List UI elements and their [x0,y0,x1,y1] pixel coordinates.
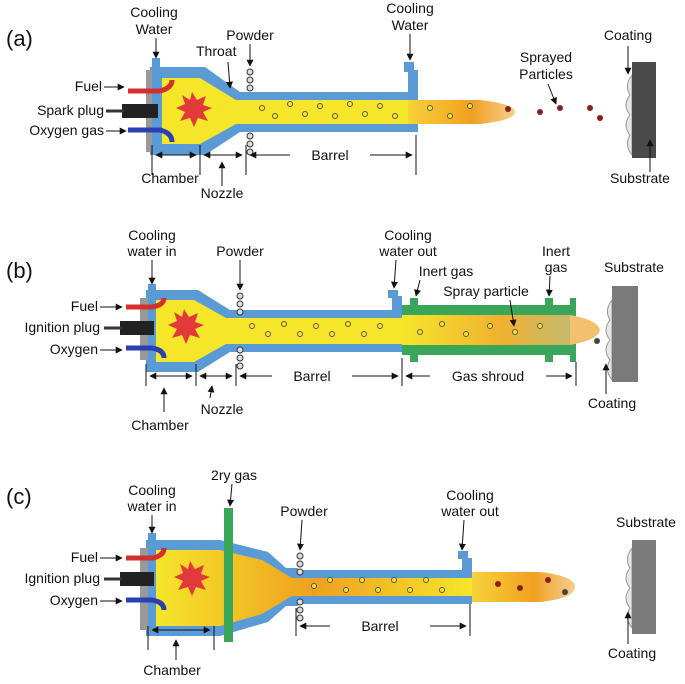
powder-injection-c [296,552,304,622]
substrate-a [632,62,656,158]
sprayed-particles-c [495,577,551,591]
label-fuel-b: Fuel [71,298,98,314]
label-inert-gas-b1: Inert gas [419,263,473,279]
powder-injection-a [246,68,254,156]
label-chamber-c: Chamber [143,662,201,678]
svg-text:Water: Water [392,17,429,33]
substrate-b [612,286,638,382]
fuel-line-a [128,79,175,94]
label-substrate-c: Substrate [616,514,676,530]
label-cooling-water-a1: Cooling [130,4,177,20]
oxygen-line-c [126,597,167,611]
panel-c: (c) 2ry gas Cooling water in [6,467,676,678]
label-powder-b: Powder [216,243,264,259]
label-oxygen-b: Oxygen [50,341,98,357]
combustion-burst-b [168,309,204,344]
label-nozzle-a: Nozzle [201,185,244,201]
panel-a-tag: (a) [6,26,33,51]
svg-text:Particles: Particles [519,66,573,82]
oxygen-line-b [126,345,167,359]
combustion-burst-a [176,92,212,127]
oxygen-line-a [128,127,175,143]
label-coating-a: Coating [604,27,652,43]
combustion-channel-b [156,300,402,362]
label-cooling-water-a2: Cooling [386,0,433,16]
label-substrate-b: Substrate [604,259,664,275]
particles-c [311,577,445,593]
coating-b [605,298,613,382]
svg-text:water in: water in [126,243,176,259]
label-inert-gas-b2: Inert [542,243,570,259]
substrate-c [632,540,656,634]
label-substrate-a: Substrate [610,170,670,186]
label-spray-particle-b: Spray particle [443,283,529,299]
spark-plug-a [122,104,158,118]
label-nozzle-b: Nozzle [201,401,244,417]
label-gas-shroud-b: Gas shroud [452,368,524,384]
label-fuel-c: Fuel [71,549,98,565]
label-cooling-water-in-b: Cooling [128,227,175,243]
label-cooling-water-out-c: Cooling [446,487,493,503]
label-2ry-gas-c: 2ry gas [211,467,257,483]
ignition-plug-b [120,321,154,335]
particles-a [259,101,473,119]
label-barrel-a: Barrel [311,147,348,163]
powder-injection-b [236,292,244,370]
coating-a [625,73,633,157]
label-spark-plug-a: Spark plug [37,102,104,118]
label-powder-a: Powder [226,27,274,43]
svg-text:water out: water out [440,503,499,519]
particles-b [249,321,543,337]
combustion-channel-a [162,78,408,144]
fuel-line-c [126,547,167,561]
panel-c-tag: (c) [6,484,32,509]
label-oxygen-gas-a: Oxygen gas [29,122,104,138]
label-throat-a: Throat [196,43,237,59]
label-powder-c: Powder [280,503,328,519]
svg-text:gas: gas [545,259,568,275]
label-barrel-c: Barrel [361,618,398,634]
label-sprayed-particles-a: Sprayed [520,49,572,65]
label-barrel-b: Barrel [293,368,330,384]
label-coating-c: Coating [608,645,656,661]
sprayed-particles-a [505,105,603,121]
svg-text:Water: Water [136,21,173,37]
label-ignition-plug-c: Ignition plug [24,570,100,586]
svg-text:water out: water out [378,243,437,259]
secondary-gas-tube-c [224,508,233,642]
panel-b: (b) Cooling w [6,227,664,433]
ignition-plug-c [120,572,154,586]
label-ignition-plug-b: Ignition plug [24,319,100,335]
flame-plume-a [408,100,515,124]
label-coating-b: Coating [588,395,636,411]
panel-a: (a) [6,0,670,201]
label-oxygen-c: Oxygen [50,592,98,608]
label-cooling-water-in-c: Cooling [128,482,175,498]
label-cooling-water-out-b: Cooling [384,227,431,243]
coating-c [625,546,633,630]
svg-text:water in: water in [126,498,176,514]
label-chamber-a: Chamber [141,170,199,186]
panel-b-tag: (b) [6,258,33,283]
flame-plume-c [472,572,575,602]
fuel-line-b [126,297,167,310]
label-chamber-b: Chamber [131,417,189,433]
label-fuel-a: Fuel [75,78,102,94]
combustion-burst-c [174,561,210,596]
